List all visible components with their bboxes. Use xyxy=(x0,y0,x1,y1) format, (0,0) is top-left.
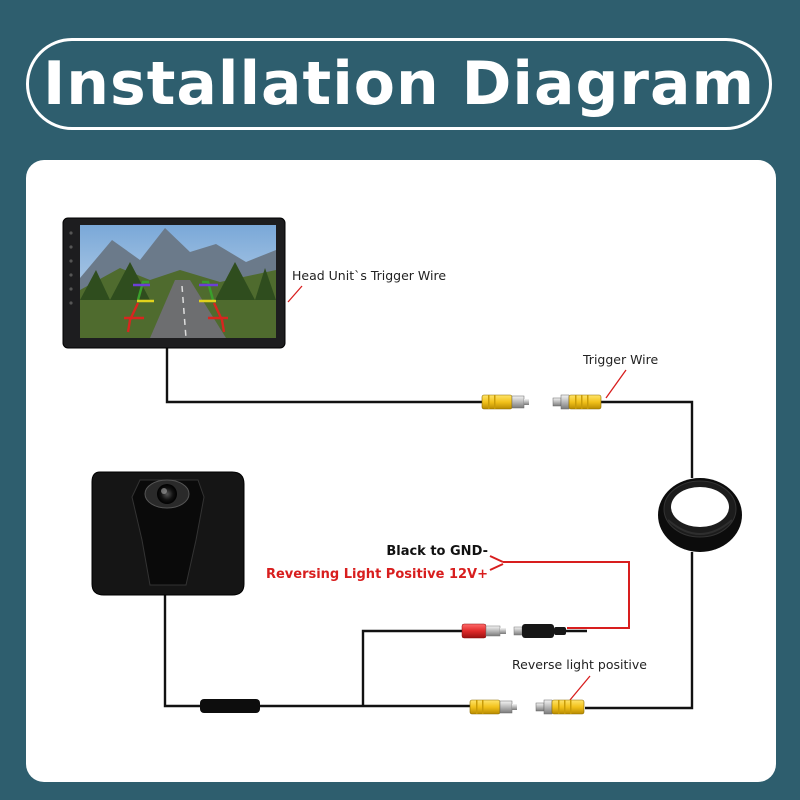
head-unit-screen-icon xyxy=(62,217,286,349)
head-unit-trigger-label: Head Unit`s Trigger Wire xyxy=(292,268,446,283)
wiring xyxy=(163,345,694,710)
reverse-light-positive-label: Reverse light positive xyxy=(512,657,647,672)
trigger-wire-head-unit xyxy=(165,345,488,404)
page-title: Installation Diagram xyxy=(42,49,756,119)
camera-wire xyxy=(163,595,205,708)
title-pill xyxy=(26,38,772,130)
power-wire-branch xyxy=(361,629,462,706)
dc-power-plug-icon xyxy=(461,623,566,639)
red-wire xyxy=(489,555,630,629)
trigger-wire-to-coil xyxy=(600,400,694,478)
black-gnd-label: Black to GND- xyxy=(386,544,488,559)
leader-head-unit xyxy=(287,285,303,303)
reversing-positive-label: Reversing Light Positive 12V+ xyxy=(266,567,488,582)
inline-filter-icon xyxy=(200,699,260,713)
leader-trigger xyxy=(605,369,627,399)
trigger-wire-label: Trigger Wire xyxy=(582,352,659,367)
wire-coil-icon xyxy=(658,478,742,552)
reverse-camera-icon xyxy=(91,471,245,596)
coil-to-reverse-wire xyxy=(585,552,694,710)
leader-reverse xyxy=(569,675,591,701)
